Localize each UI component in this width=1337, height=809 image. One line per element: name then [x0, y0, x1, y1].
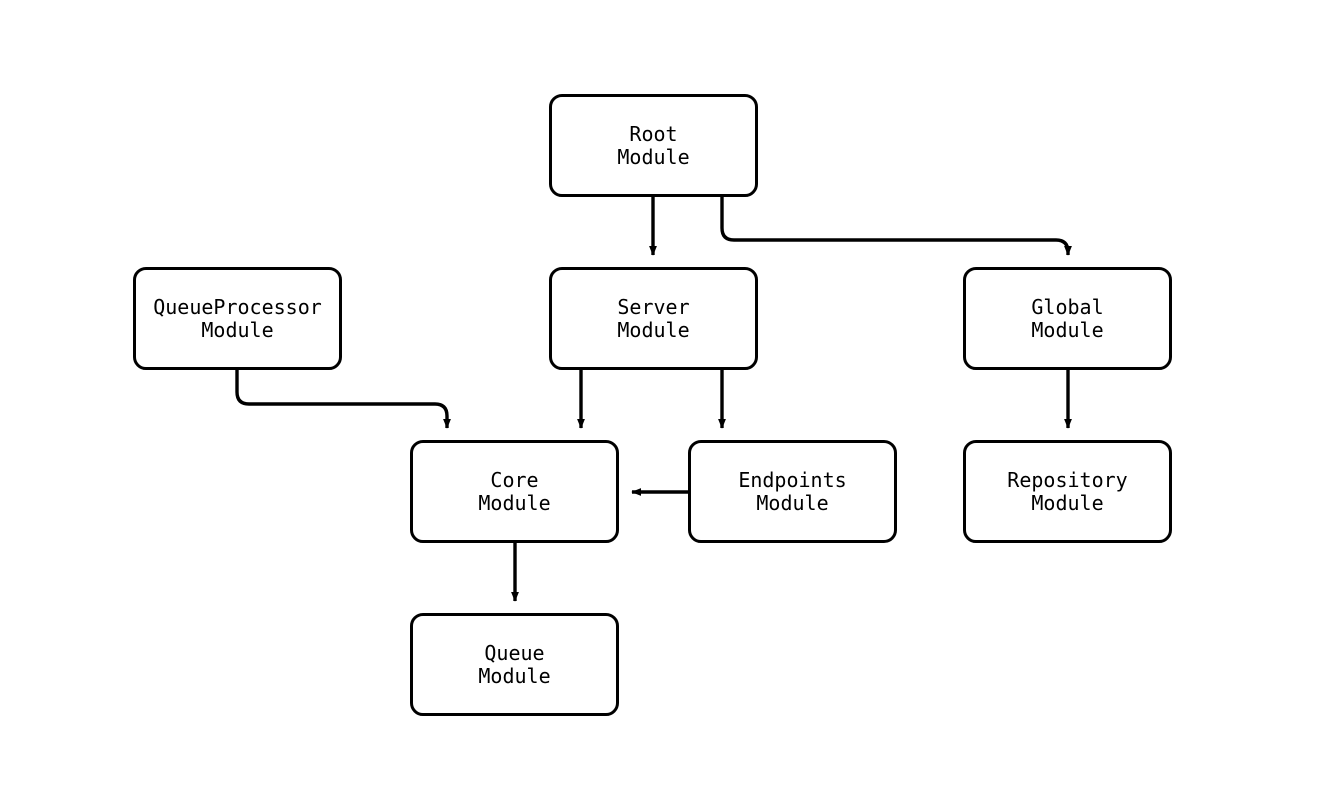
node-global[interactable]: Global Module: [963, 267, 1172, 370]
node-endpoints-line2: Module: [756, 490, 829, 515]
node-root-line1: Root: [629, 121, 678, 146]
node-core-line2: Module: [478, 490, 551, 515]
node-server-line1: Server: [617, 294, 690, 319]
node-server-line2: Module: [617, 317, 690, 342]
node-queue-line2: Module: [478, 663, 551, 688]
edge-queueprocessor-to-core: [235, 370, 451, 429]
node-global-line2: Module: [1031, 317, 1104, 342]
node-queue[interactable]: Queue Module: [410, 613, 619, 716]
node-queueprocessor[interactable]: QueueProcessor Module: [133, 267, 342, 370]
node-server[interactable]: Server Module: [549, 267, 758, 370]
node-endpoints[interactable]: Endpoints Module: [688, 440, 897, 543]
node-queue-line1: Queue: [484, 640, 545, 665]
edge-root-to-global: [720, 197, 1072, 256]
node-root[interactable]: Root Module: [549, 94, 758, 197]
node-core-line1: Core: [490, 467, 539, 492]
node-global-line1: Global: [1031, 294, 1104, 319]
node-core[interactable]: Core Module: [410, 440, 619, 543]
node-queueprocessor-line2: Module: [201, 317, 274, 342]
node-repository[interactable]: Repository Module: [963, 440, 1172, 543]
node-queueprocessor-line1: QueueProcessor: [153, 294, 322, 319]
node-repository-line1: Repository: [1007, 467, 1128, 492]
node-endpoints-line1: Endpoints: [738, 467, 847, 492]
node-repository-line2: Module: [1031, 490, 1104, 515]
node-root-line2: Module: [617, 144, 690, 169]
